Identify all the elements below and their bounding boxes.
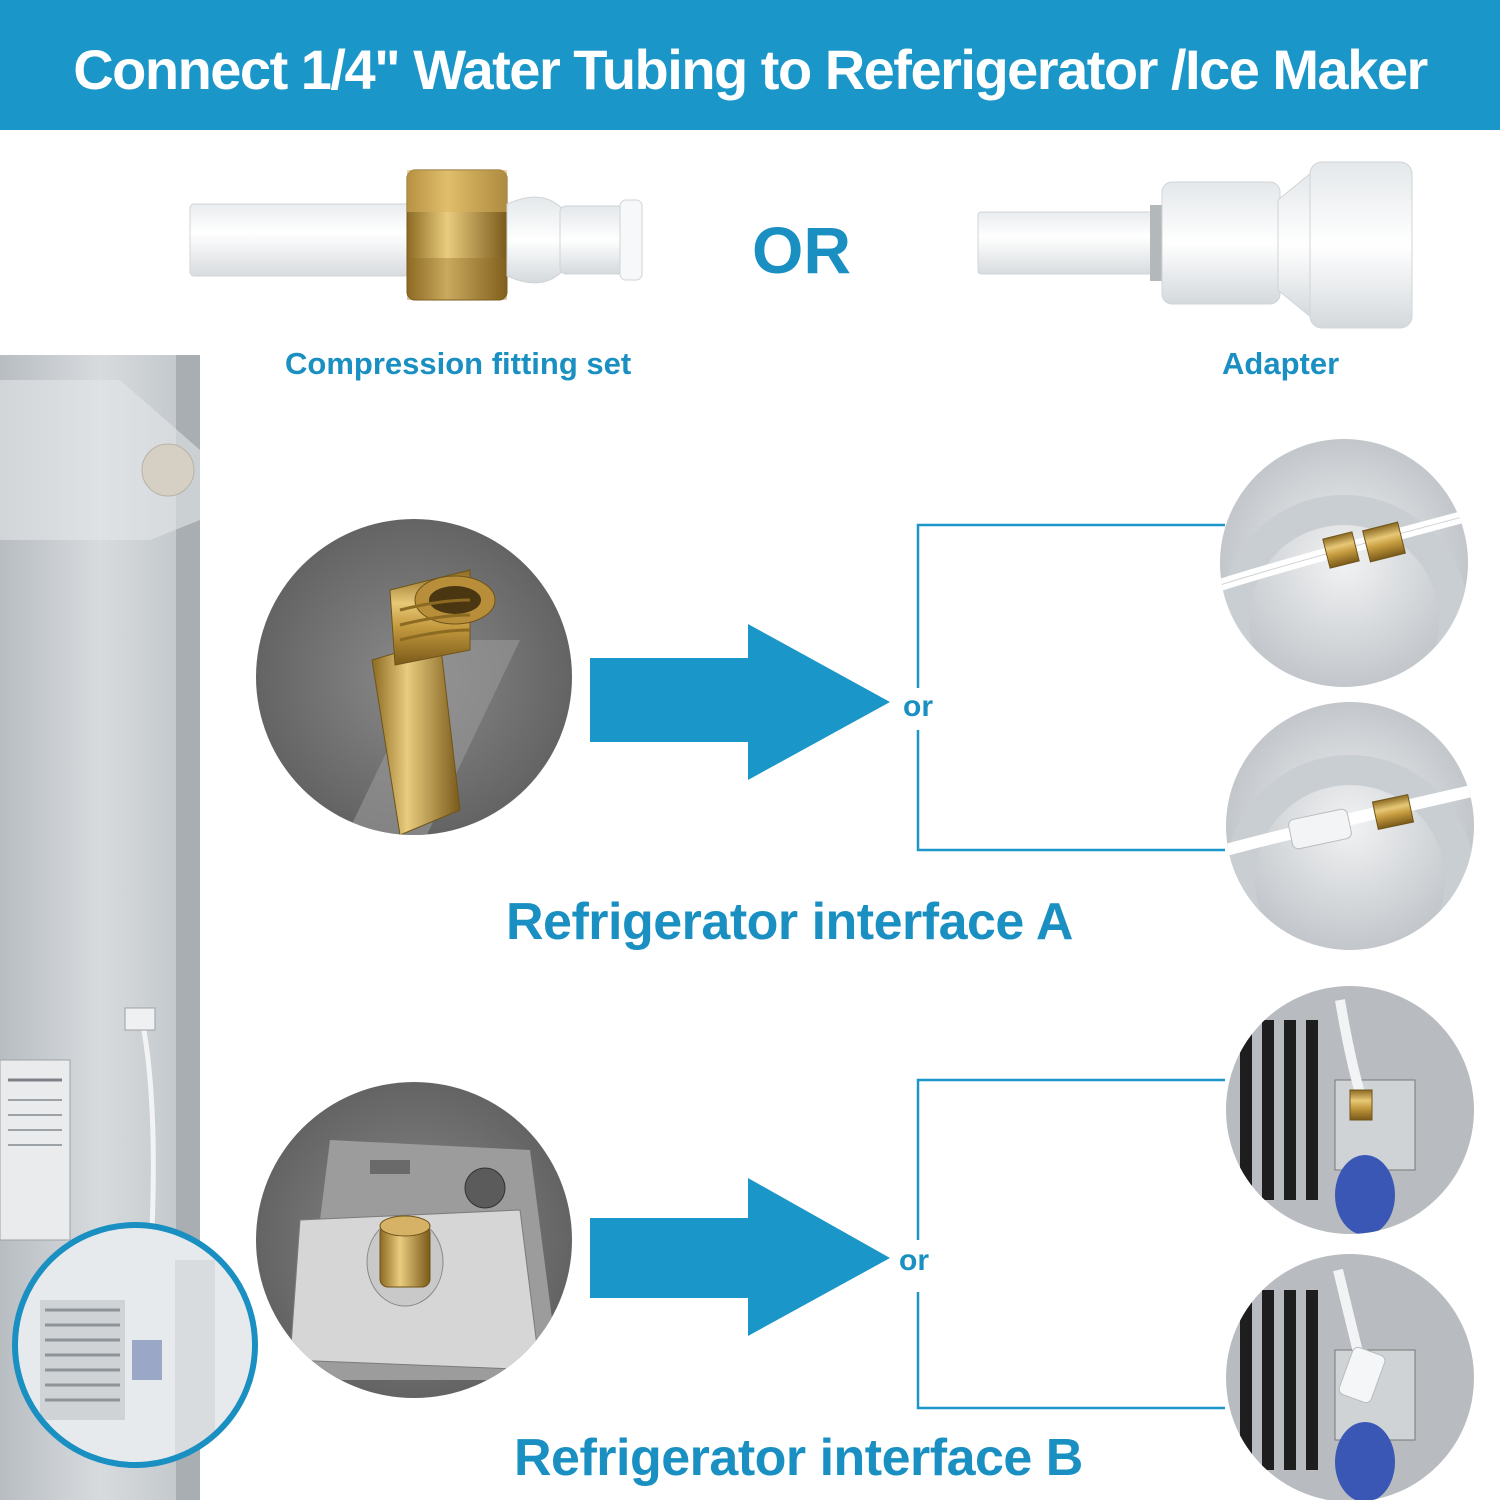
page-title: Connect 1/4" Water Tubing to Referigerat… [73, 38, 1428, 101]
interface-a-arrow [590, 624, 890, 780]
interface-a-title: Refrigerator interface A [506, 893, 1073, 951]
interface-a-option-adapter-photo [1226, 702, 1474, 950]
interface-a-photo [256, 519, 572, 835]
interface-b-arrow [590, 1178, 890, 1336]
compression-fitting-label: Compression fitting set [285, 346, 632, 381]
interface-b-option-adapter-photo [1226, 1254, 1474, 1500]
interface-a-bracket [916, 523, 1225, 852]
adapter-label: Adapter [1222, 346, 1340, 381]
interface-b-option-compression-photo [1226, 986, 1474, 1234]
interface-b-or-label: or [899, 1244, 929, 1277]
adapter-image [977, 161, 1413, 329]
interface-a-or-label: or [903, 690, 933, 723]
options-or-separator: OR [752, 213, 851, 287]
compression-fitting-image [189, 169, 643, 301]
interface-b-photo [256, 1082, 572, 1398]
interface-b-bracket [916, 1078, 1225, 1410]
zoom-circle-image [12, 1222, 258, 1468]
header-banner: Connect 1/4" Water Tubing to Referigerat… [0, 0, 1500, 130]
interface-a-option-compression-photo [1220, 439, 1468, 687]
interface-b-title: Refrigerator interface B [514, 1429, 1083, 1487]
